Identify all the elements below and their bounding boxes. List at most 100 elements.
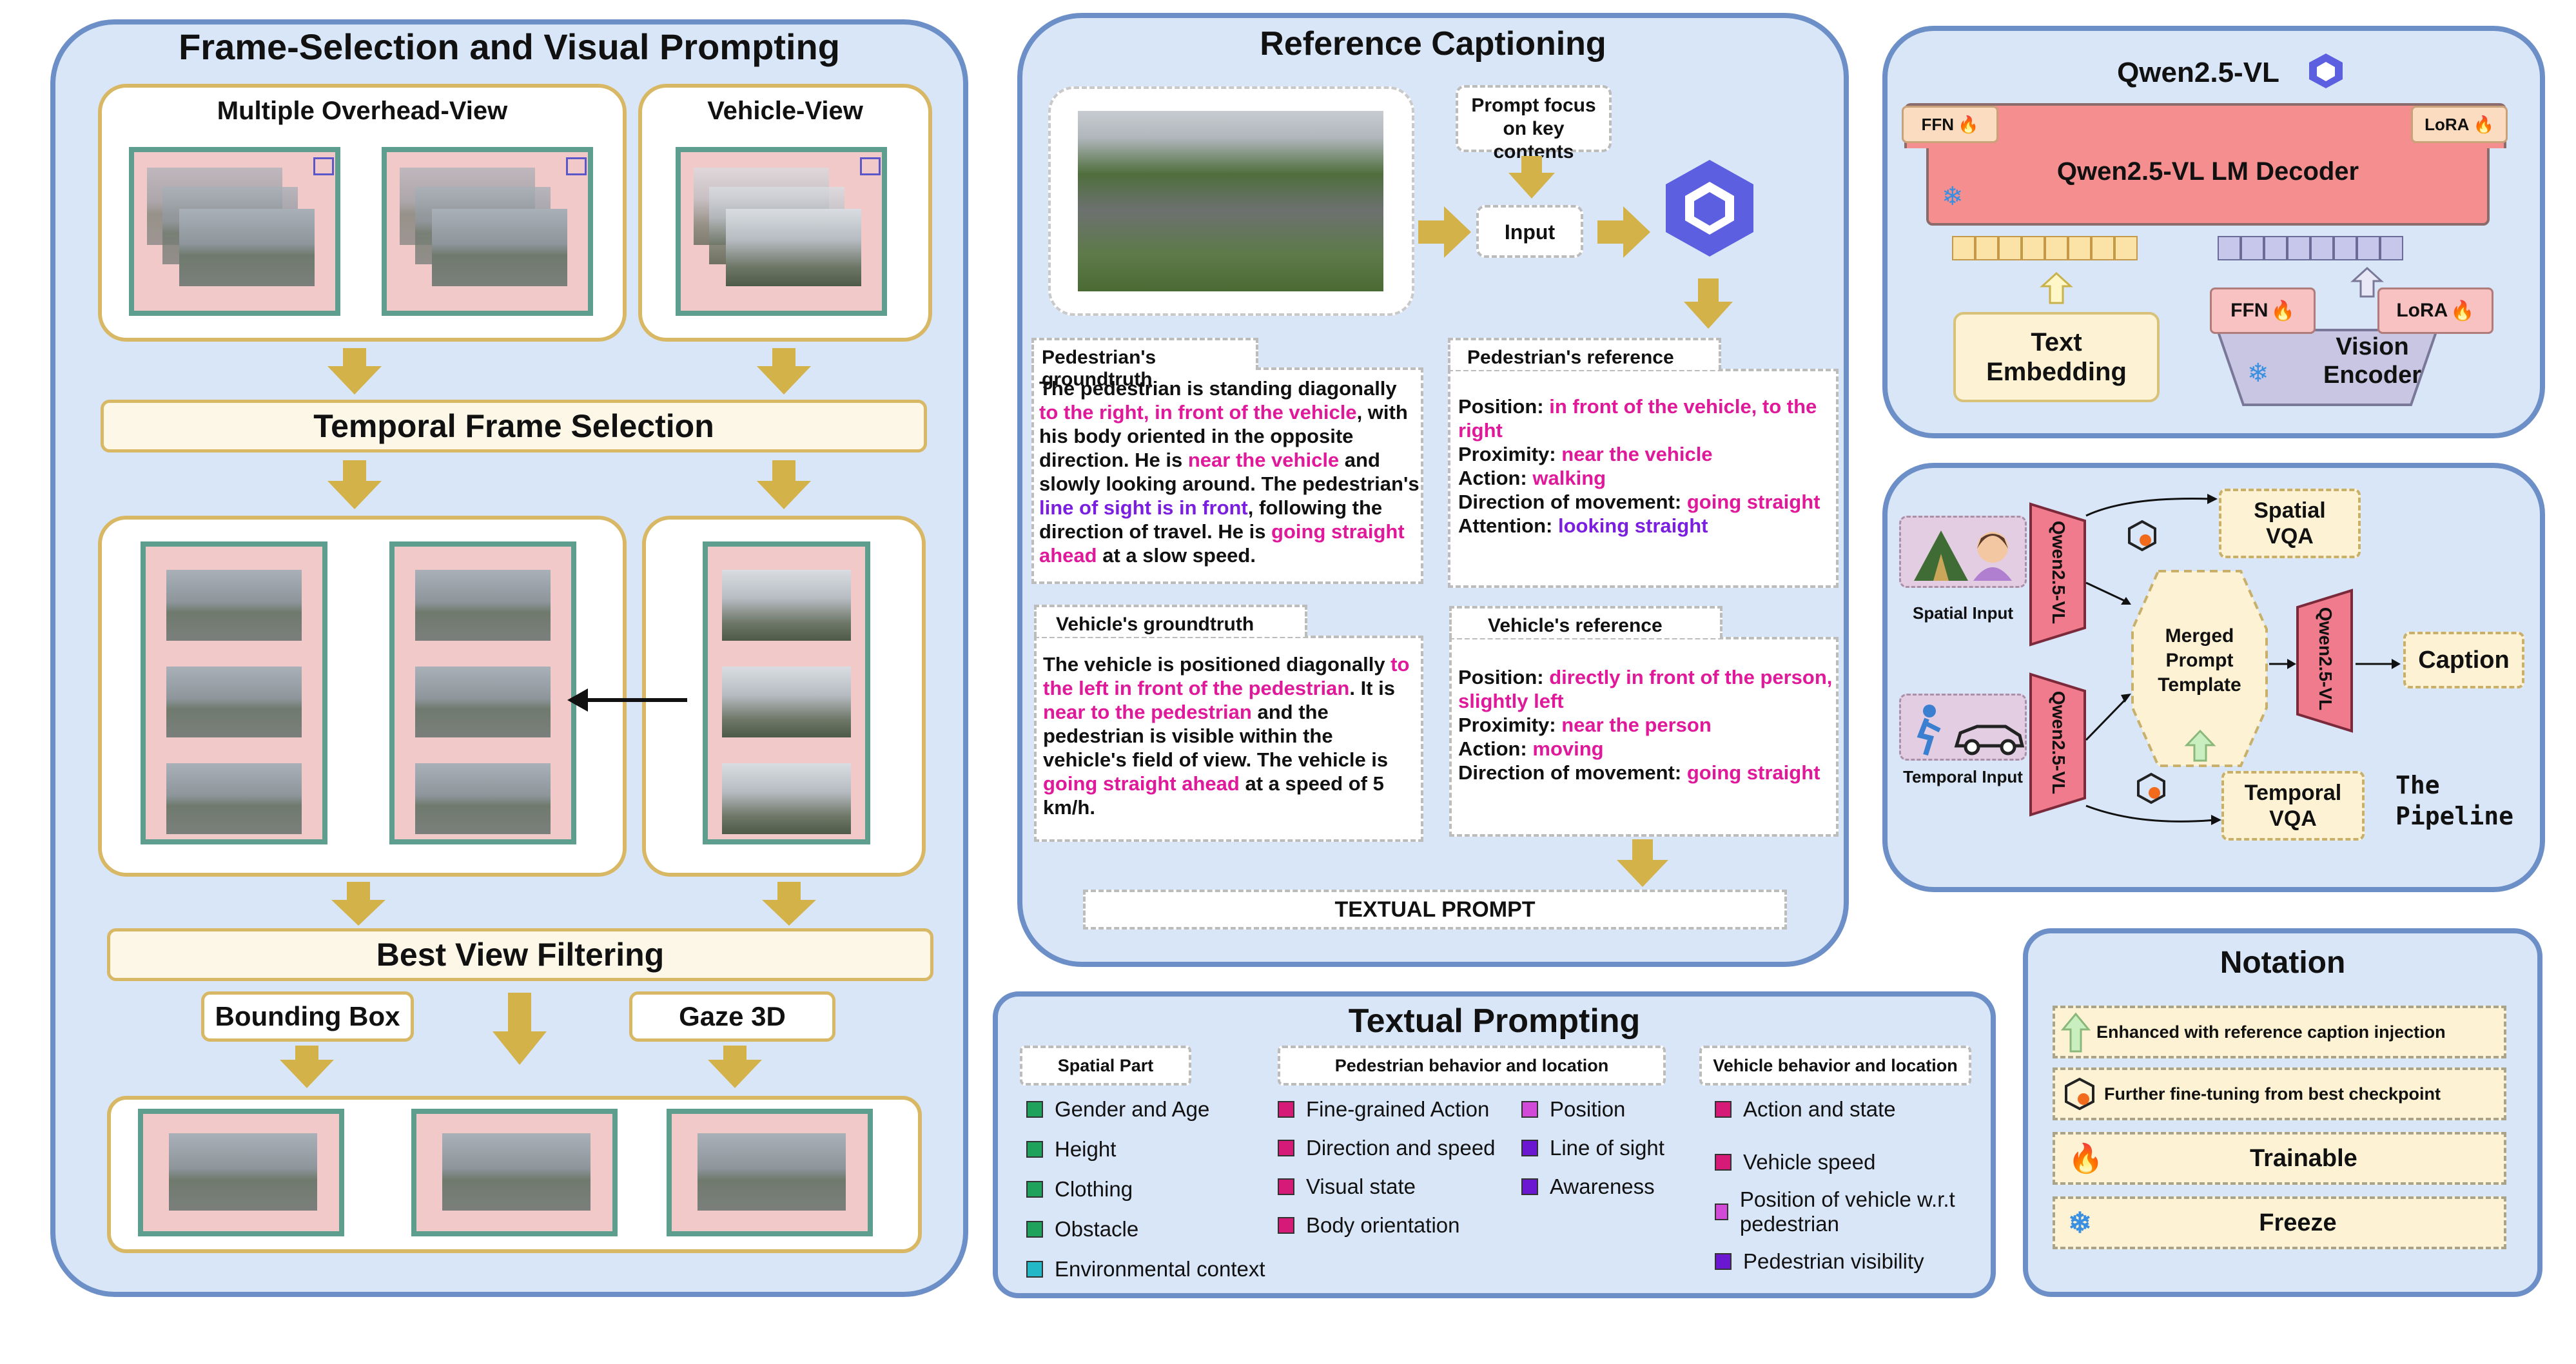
legend-item: Pedestrian visibility xyxy=(1715,1249,1986,1274)
caption-segment: Position: xyxy=(1458,395,1550,418)
filtered-frame-3 xyxy=(667,1109,873,1236)
notation-freeze: ❄ Freeze xyxy=(2053,1196,2506,1249)
pedestrian-reference-text: Position: in front of the vehicle, to th… xyxy=(1458,395,1836,538)
input-label: Input xyxy=(1504,220,1556,244)
pipeline-label: The Pipeline xyxy=(2395,771,2514,830)
caption-segment: Direction of movement: xyxy=(1458,491,1687,513)
pedestrian-reference-box xyxy=(1448,369,1839,588)
text-embedding-box: Text Embedding xyxy=(1953,312,2160,402)
reference-line: Proximity: near the vehicle xyxy=(1458,442,1836,466)
overhead-view-label: Multiple Overhead-View xyxy=(217,97,508,125)
caption-segment: Proximity: xyxy=(1458,714,1562,736)
legend-label: Line of sight xyxy=(1550,1136,1664,1160)
legend-item: Line of sight xyxy=(1521,1136,1676,1160)
caption-segment: near to the pedestrian xyxy=(1043,701,1252,723)
vehicle-groundtruth-box xyxy=(1034,636,1423,842)
legend-item: Awareness xyxy=(1521,1174,1676,1199)
textual-prompting-panel xyxy=(993,991,1996,1298)
legend-item: Gender and Age xyxy=(1026,1097,1271,1122)
legend-label: Action and state xyxy=(1743,1097,1896,1121)
pedestrian-groundtruth-box xyxy=(1031,367,1423,584)
lm-decoder-label: Qwen2.5-VL LM Decoder xyxy=(2056,157,2359,186)
legend-square xyxy=(1521,1178,1538,1195)
notation-enhanced: Enhanced with reference caption injectio… xyxy=(2053,1006,2506,1058)
legend-square xyxy=(1026,1181,1043,1198)
caption-segment: , with his body oriented in the opposite… xyxy=(1039,401,1408,471)
vision-token-row xyxy=(2218,236,2403,260)
fire-icon: 🔥 xyxy=(2068,1143,2103,1174)
bounding-box-label: Bounding Box xyxy=(201,991,414,1042)
encoder-ffn-badge: FFN🔥 xyxy=(2210,287,2316,334)
merged-prompt-template xyxy=(2131,570,2268,767)
caption-segment: near the vehicle xyxy=(1561,443,1713,465)
caption-segment: at a speed of 5 km/h. xyxy=(1043,772,1384,819)
caption-segment: and slowly looking around. The pedestria… xyxy=(1039,449,1420,495)
caption-segment: Action: xyxy=(1458,467,1533,489)
caption-segment: in front of the vehicle, to the right xyxy=(1458,395,1817,442)
legend-item: Vehicle speed xyxy=(1715,1150,1986,1174)
vehicle-groundtruth-text: The vehicle is positioned diagonally to … xyxy=(1043,652,1421,819)
caption-segment: moving xyxy=(1532,737,1604,760)
legend-square xyxy=(1026,1261,1043,1278)
fire-icon: 🔥 xyxy=(1958,114,1979,134)
pedestrian-groundtruth-text: The pedestrian is standing diagonally to… xyxy=(1039,376,1420,567)
vehicle-view-label: Vehicle-View xyxy=(707,97,863,125)
legend-label: Fine-grained Action xyxy=(1306,1097,1490,1121)
pedestrian-behavior-header: Pedestrian behavior and location xyxy=(1278,1046,1666,1086)
legend-square xyxy=(1715,1101,1732,1118)
decoder-lora-badge: LoRA🔥 xyxy=(2411,106,2508,143)
legend-square xyxy=(1278,1178,1294,1195)
legend-square xyxy=(1026,1101,1043,1118)
qwen-small-logo-icon xyxy=(2307,52,2345,90)
legend-item: Position xyxy=(1521,1097,1676,1122)
fire-icon: 🔥 xyxy=(2450,300,2475,322)
fire-icon: 🔥 xyxy=(2473,114,2494,134)
legend-square xyxy=(1026,1221,1043,1238)
legend-label: Direction and speed xyxy=(1306,1136,1496,1160)
legend-label: Awareness xyxy=(1550,1174,1655,1198)
reference-line: Position: directly in front of the perso… xyxy=(1458,665,1836,713)
legend-item: Clothing xyxy=(1026,1177,1271,1202)
filtered-frame-2 xyxy=(411,1109,618,1236)
notation-trainable: 🔥 Trainable xyxy=(2053,1132,2506,1185)
prompt-focus-label: Prompt focus on key contents xyxy=(1471,95,1596,162)
legend-square xyxy=(1278,1217,1294,1234)
video-icon xyxy=(313,157,334,175)
caption-segment: directly in front of the person, slightl… xyxy=(1458,666,1833,712)
legend-square xyxy=(1026,1141,1043,1158)
fire-icon: 🔥 xyxy=(2270,300,2295,322)
legend-item: Fine-grained Action xyxy=(1278,1097,1510,1122)
reference-line: Direction of movement: going straight xyxy=(1458,490,1836,514)
legend-label: Position xyxy=(1550,1097,1626,1121)
reference-captioning-title: Reference Captioning xyxy=(1260,25,1606,63)
input-box xyxy=(1476,205,1583,258)
frame-selection-title: Frame-Selection and Visual Prompting xyxy=(179,26,840,67)
legend-label: Clothing xyxy=(1055,1177,1133,1201)
spatial-input-label: Spatial Input xyxy=(1913,603,2013,623)
vehicle-stack xyxy=(676,147,887,316)
caption-segment: at a slow speed. xyxy=(1097,544,1256,567)
vision-encoder-label: Vision Encoder xyxy=(2323,333,2422,389)
legend-item: Action and state xyxy=(1715,1097,1986,1122)
gaze-3d-label: Gaze 3D xyxy=(629,991,835,1042)
caption-segment: Direction of movement: xyxy=(1458,761,1687,784)
reference-line: Position: in front of the vehicle, to th… xyxy=(1458,395,1836,442)
caption-segment: going straight ahead xyxy=(1039,520,1405,567)
reference-line: Action: moving xyxy=(1458,737,1836,761)
legend-label: Body orientation xyxy=(1306,1213,1460,1237)
filtered-frame-1 xyxy=(138,1109,344,1236)
caption-segment: , following the direction of travel. He … xyxy=(1039,496,1383,543)
legend-label: Visual state xyxy=(1306,1174,1416,1198)
caption-segment: Action: xyxy=(1458,737,1533,760)
legend-label: Height xyxy=(1055,1137,1117,1161)
encoder-lora-badge: LoRA🔥 xyxy=(2377,287,2493,334)
caption-segment: The pedestrian is standing diagonally xyxy=(1039,377,1397,400)
qwen-temporal-block xyxy=(2029,672,2086,817)
qwen-panel-title: Qwen2.5-VL xyxy=(2117,57,2279,88)
reference-line: Action: walking xyxy=(1458,466,1836,490)
left-panel-arrows xyxy=(280,348,816,1088)
